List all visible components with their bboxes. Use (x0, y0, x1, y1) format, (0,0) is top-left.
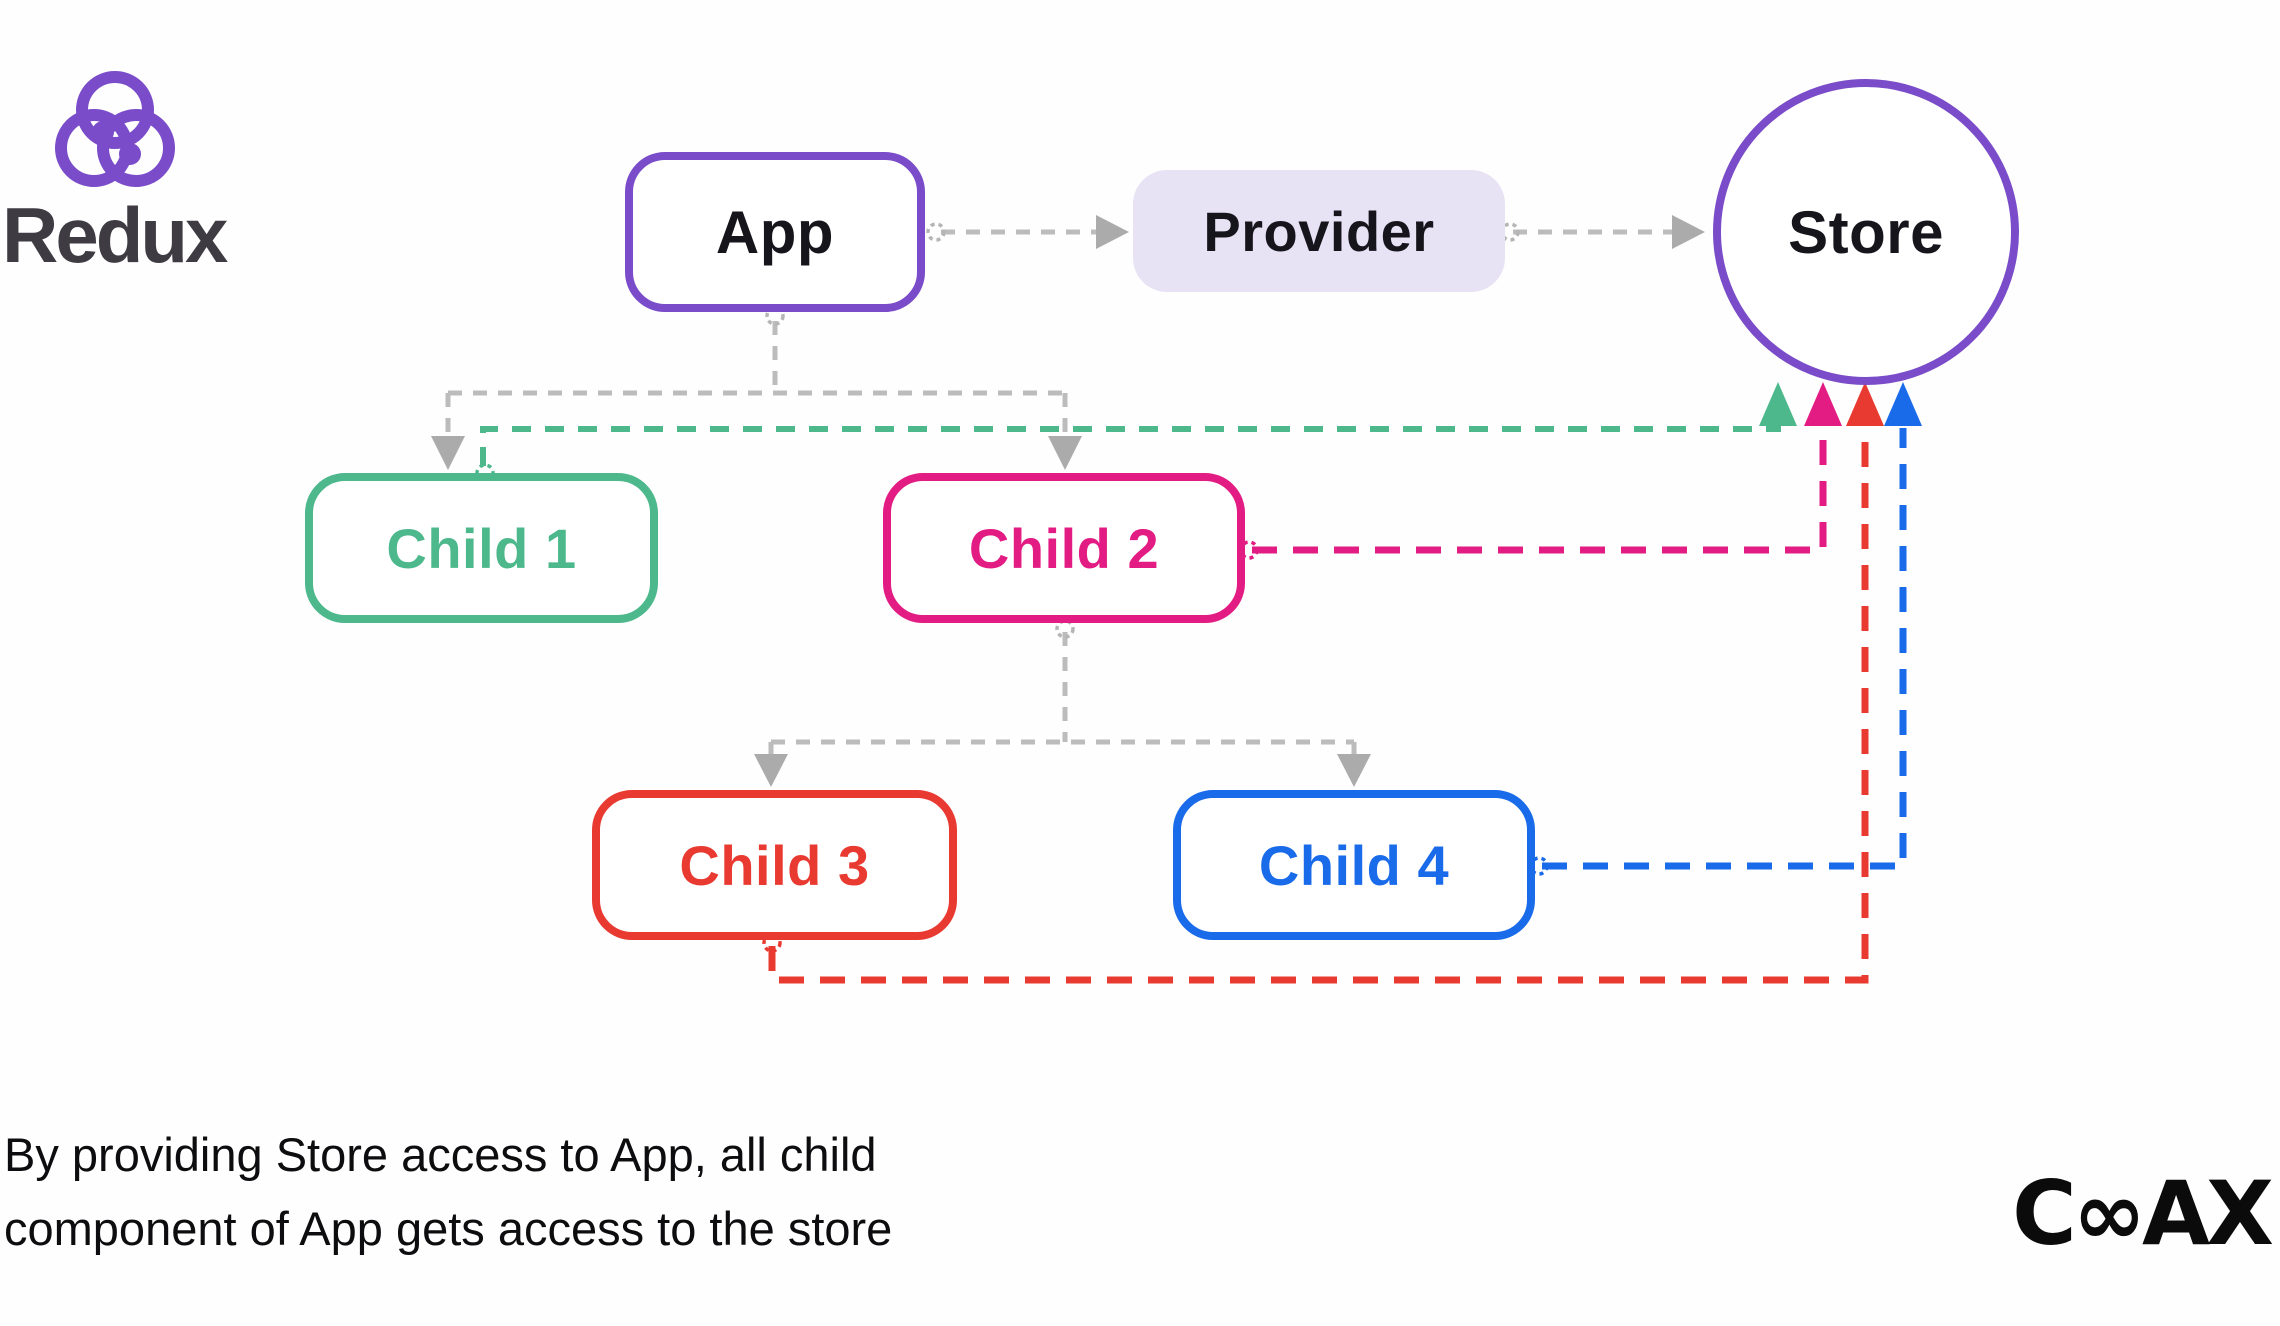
connector-nub-app-right (926, 222, 946, 242)
arrowhead-child2 (1048, 436, 1082, 470)
node-child3: Child 3 (592, 790, 957, 940)
node-child4-label: Child 4 (1258, 833, 1450, 897)
node-child3-label: Child 3 (679, 833, 870, 897)
caption-line2: component of App gets access to the stor… (4, 1202, 893, 1255)
node-child1-label: Child 1 (386, 516, 577, 580)
node-provider-label: Provider (1203, 199, 1435, 263)
node-child4: Child 4 (1173, 790, 1535, 940)
caption: By providing Store access to App, all ch… (4, 1118, 1064, 1266)
coax-logo: C∞AX (2012, 1162, 2274, 1265)
node-store-label: Store (1788, 198, 1944, 266)
edge-child4-store (1542, 428, 1907, 870)
node-app: App (625, 152, 925, 312)
edge-child1-store (480, 424, 1781, 466)
arrowhead-store-pink (1804, 382, 1842, 426)
redux-icon (55, 71, 175, 187)
arrowhead-provider (1096, 215, 1129, 249)
caption-line1: By providing Store access to App, all ch… (4, 1128, 877, 1181)
arrowhead-child3 (754, 754, 788, 787)
arrowhead-child1 (431, 436, 465, 470)
node-store: Store (1713, 79, 2019, 385)
connector-nub-child2-bottom (1055, 619, 1075, 639)
node-child2-label: Child 2 (968, 516, 1160, 580)
edge-child2-store (1252, 428, 1827, 554)
node-child1: Child 1 (305, 473, 658, 623)
arrowhead-store-blue (1884, 382, 1922, 426)
arrowhead-store-green (1759, 382, 1797, 426)
node-app-label: App (715, 198, 835, 266)
node-provider: Provider (1133, 170, 1505, 292)
redux-wordmark: Redux (2, 191, 228, 279)
node-child2: Child 2 (883, 473, 1245, 623)
arrowhead-store-gray (1672, 215, 1705, 249)
arrowhead-store-red (1846, 382, 1884, 426)
arrowhead-child4 (1337, 754, 1371, 787)
